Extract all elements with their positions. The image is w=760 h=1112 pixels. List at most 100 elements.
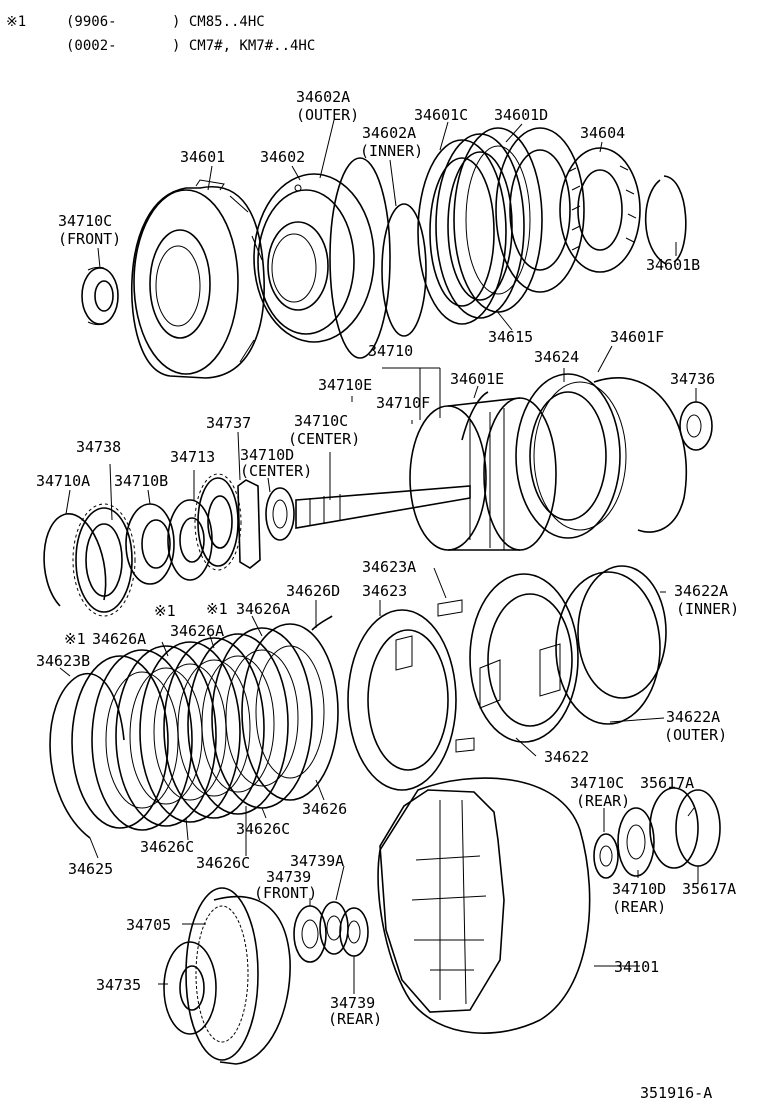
label-34710A: 34710A bbox=[36, 472, 90, 490]
label-34735: 34735 bbox=[96, 976, 141, 994]
part-34602A-outer-oring bbox=[329, 157, 391, 359]
label-34626C-3: 34626C bbox=[196, 854, 250, 872]
label-34623: 34623 bbox=[362, 582, 407, 600]
label-34737: 34737 bbox=[206, 414, 251, 432]
model-note-header: ※1 (9906- ) CM85..4HC (0002- ) CM7#, KM7… bbox=[6, 14, 315, 54]
part-34710D-rear-bearing bbox=[617, 807, 655, 877]
part-34601F-snap-ring bbox=[593, 377, 688, 533]
part-34705-ring-gear bbox=[185, 887, 291, 1065]
part-34737-planetary-gear bbox=[194, 473, 242, 571]
figure-code: 351916-A bbox=[640, 1084, 712, 1102]
part-34622A-outer-oring bbox=[555, 571, 661, 725]
label-34739-rear-sub: (REAR) bbox=[328, 1010, 382, 1028]
part-34710D-center-washer bbox=[237, 479, 261, 569]
part-34710B-bearing bbox=[125, 503, 175, 585]
part-34626D-snap bbox=[311, 615, 333, 631]
label-34710C-rear: 34710C bbox=[570, 774, 624, 792]
part-34710-input-shaft bbox=[295, 485, 471, 529]
part-34710C-center-bearing bbox=[265, 487, 295, 541]
part-34710C-rear-bearing bbox=[593, 833, 619, 879]
header-range-1: (9906- bbox=[66, 14, 117, 30]
part-34739-rear-washer bbox=[339, 907, 369, 957]
part-34602-piston bbox=[253, 173, 375, 343]
label-34601: 34601 bbox=[180, 148, 225, 166]
part-35617A-ring-1 bbox=[649, 787, 699, 869]
label-34739-front-sub: (FRONT) bbox=[254, 884, 317, 902]
label-34622A-inner: 34622A bbox=[674, 582, 728, 600]
label-34710C-rear-sub: (REAR) bbox=[576, 792, 630, 810]
part-34601D-spring-retainer bbox=[495, 127, 585, 293]
label-34602A-outer: 34602A bbox=[296, 88, 350, 106]
part-34622-clutch-retainer bbox=[469, 573, 579, 743]
label-34604: 34604 bbox=[580, 124, 625, 142]
label-34623B: 34623B bbox=[36, 652, 90, 670]
label-34710E: 34710E bbox=[318, 376, 372, 394]
label-34710D-center: 34710D bbox=[240, 446, 294, 464]
label-34738: 34738 bbox=[76, 438, 121, 456]
label-34739A: 34739A bbox=[290, 852, 344, 870]
part-34710A-snap-ring bbox=[43, 513, 107, 607]
header-models-1: ) CM85..4HC bbox=[172, 14, 265, 30]
label-34710B: 34710B bbox=[114, 472, 168, 490]
label-34713: 34713 bbox=[170, 448, 215, 466]
label-34602: 34602 bbox=[260, 148, 305, 166]
part-34601B-snap-ring bbox=[644, 175, 687, 265]
part-34601C-clutch-plates bbox=[417, 127, 543, 325]
label-34710D-rear: 34710D bbox=[612, 880, 666, 898]
label-34626A-2: 34626A bbox=[170, 622, 224, 640]
label-34710F: 34710F bbox=[376, 394, 430, 412]
label-34622A-inner-sub: (INNER) bbox=[676, 600, 739, 618]
label-34601F: 34601F bbox=[610, 328, 664, 346]
leader-lines bbox=[59, 119, 699, 994]
label-35617A-1: 35617A bbox=[640, 774, 694, 792]
label-34710D-rear-sub: (REAR) bbox=[612, 898, 666, 916]
label-34736: 34736 bbox=[670, 370, 715, 388]
part-34602A-inner-oring bbox=[381, 203, 427, 337]
label-34710C-front: 34710C bbox=[58, 212, 112, 230]
header-mark: ※1 bbox=[6, 14, 26, 30]
label-34710: 34710 bbox=[368, 342, 413, 360]
part-34736-thrust-washer bbox=[679, 401, 713, 451]
label-34625: 34625 bbox=[68, 860, 113, 878]
label-34710C-front-sub: (FRONT) bbox=[58, 230, 121, 248]
label-mark1-c: ※1 bbox=[64, 630, 86, 648]
part-34710-planetary-carrier bbox=[409, 397, 557, 551]
label-34739-front: 34739 bbox=[266, 868, 311, 886]
label-34601B: 34601B bbox=[646, 256, 700, 274]
label-34615: 34615 bbox=[488, 328, 533, 346]
part-34101-transmission-case bbox=[377, 777, 591, 1034]
label-34705: 34705 bbox=[126, 916, 171, 934]
part-34622A-inner-oring bbox=[577, 565, 667, 699]
label-34710D-center-sub: (CENTER) bbox=[240, 462, 312, 480]
part-34601E-snap-ring bbox=[461, 391, 489, 441]
header-models-2: ) CM7#, KM7#..4HC bbox=[172, 38, 315, 54]
label-34626A-1: 34626A bbox=[236, 600, 290, 618]
label-34601D: 34601D bbox=[494, 106, 548, 124]
label-34626D: 34626D bbox=[286, 582, 340, 600]
label-34626A-3: 34626A bbox=[92, 630, 146, 648]
label-34626C-1: 34626C bbox=[236, 820, 290, 838]
part-34623B-snap-ring bbox=[49, 673, 125, 839]
label-34601C: 34601C bbox=[414, 106, 468, 124]
label-34602A-inner-sub: (INNER) bbox=[360, 142, 423, 160]
label-mark1-b: ※1 bbox=[206, 600, 228, 618]
label-34626: 34626 bbox=[302, 800, 347, 818]
header-range-2: (0002- bbox=[66, 38, 117, 54]
label-34622: 34622 bbox=[544, 748, 589, 766]
part-labels: 34602A (OUTER) 34602A (INNER) 34601C 346… bbox=[36, 88, 739, 1028]
label-34710C-center: 34710C bbox=[294, 412, 348, 430]
part-34623A-springs bbox=[395, 599, 475, 753]
label-34622A-outer-sub: (OUTER) bbox=[664, 726, 727, 744]
part-34601-clutch-drum bbox=[130, 179, 265, 379]
label-34710C-center-sub: (CENTER) bbox=[288, 430, 360, 448]
part-34626-clutch-pack bbox=[71, 623, 339, 831]
label-34624: 34624 bbox=[534, 348, 579, 366]
label-mark1-a: ※1 bbox=[154, 602, 176, 620]
part-34738-sun-gear bbox=[72, 503, 136, 617]
label-34602A-outer-sub: (OUTER) bbox=[296, 106, 359, 124]
label-34739-rear: 34739 bbox=[330, 994, 375, 1012]
label-34622A-outer: 34622A bbox=[666, 708, 720, 726]
part-34604-return-spring bbox=[559, 147, 641, 273]
